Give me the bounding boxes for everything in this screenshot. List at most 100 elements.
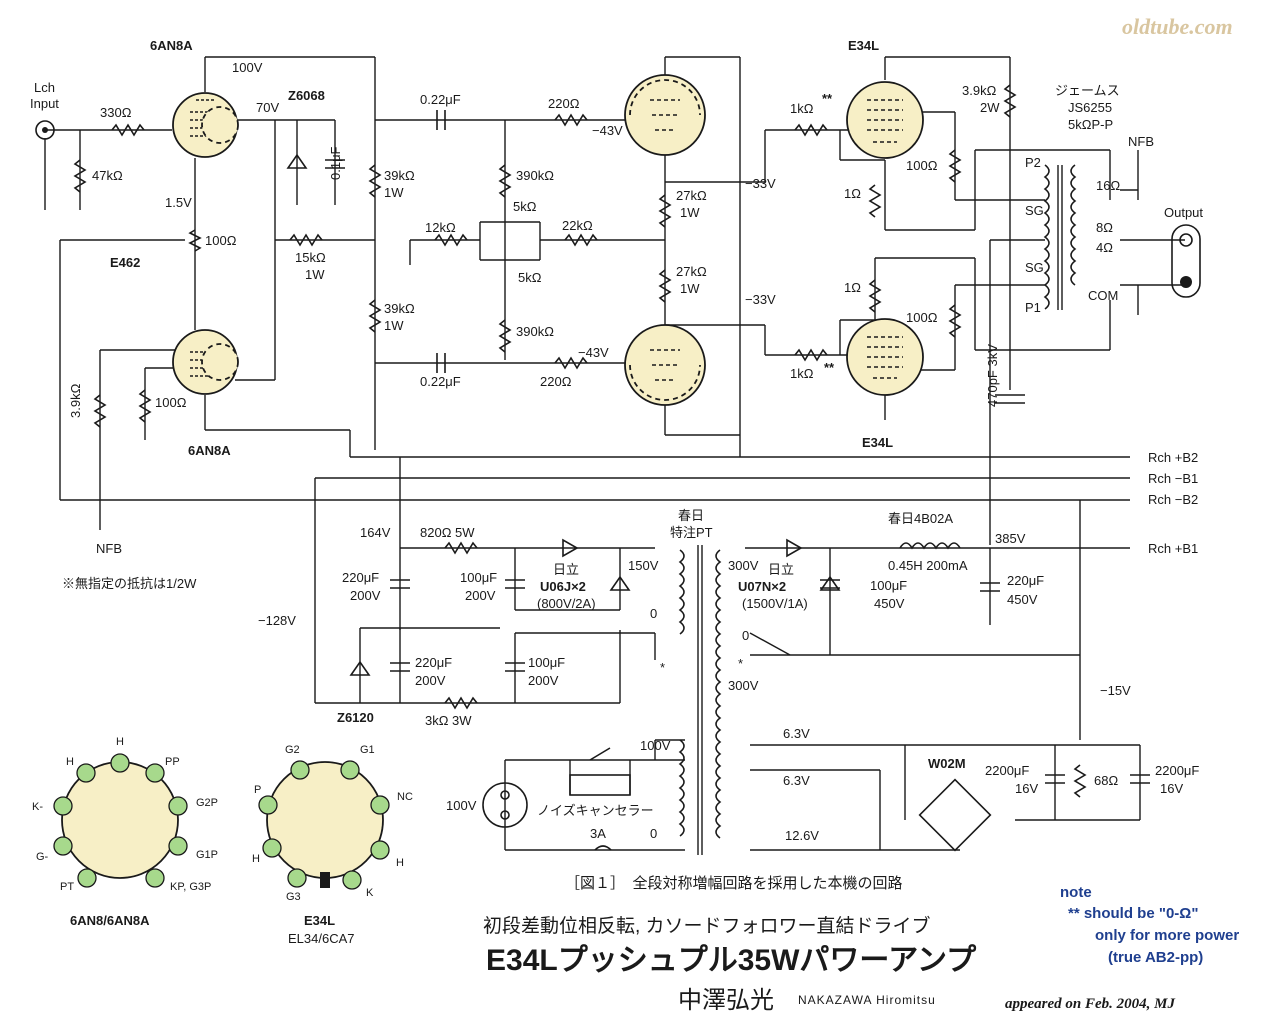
tube-6an8a-bottom [172, 329, 239, 395]
note-box: note ** should be "0-Ω" only for more po… [1060, 884, 1239, 966]
output-terminal[interactable] [1171, 224, 1201, 298]
pinout2-title2: EL34/6CA7 [288, 931, 355, 946]
pin2-6an8: G- [36, 851, 49, 863]
c220-1-label: 220μF [342, 570, 379, 585]
pinout-e34l: G3 H P G2 G1 NC H K E34L EL34/6CA7 [252, 744, 413, 946]
star-top-label: ** [822, 91, 833, 106]
pin1-6an8: PT [60, 881, 74, 893]
r220-bot-label: 220Ω [540, 374, 572, 389]
note-line-3: only for more power [1095, 927, 1239, 944]
output-label: Output [1164, 205, 1203, 220]
v33-bot-label: −33V [745, 292, 776, 307]
pt-label: 特注PT [670, 525, 713, 540]
c100-2v-label: 200V [528, 673, 559, 688]
bridge-label: W02M [928, 756, 966, 771]
r68-label: 68Ω [1094, 773, 1118, 788]
ot-impedance: 5kΩP-P [1068, 117, 1113, 132]
rail-minus-b1: Rch −B1 [1148, 471, 1198, 486]
pin4-e34l: G2 [285, 744, 300, 756]
ot-sg-top: SG [1025, 203, 1044, 218]
diode2-spec-label: (1500V/1A) [742, 596, 808, 611]
choke-brand-label: 春日4B02A [888, 511, 953, 526]
pin5-6an8: H [116, 736, 124, 748]
tube-driver-bottom [624, 324, 706, 406]
w1-e-label: 1W [680, 281, 700, 296]
r100-sg-bot-label: 100Ω [906, 310, 938, 325]
tube-label-out-bottom: E34L [862, 435, 893, 450]
author-jp: 中澤弘光 [678, 987, 774, 1014]
nfb-label-left: NFB [96, 541, 122, 556]
r39k-1-label: 39kΩ [384, 168, 415, 183]
w1-c-label: 1W [384, 318, 404, 333]
v0-c-label: 0 [650, 826, 657, 841]
tube-e34l-bottom [846, 318, 924, 396]
zener-top-label: Z6068 [288, 88, 325, 103]
page-title: E34Lプッシュプル35Wパワーアンプ [486, 944, 977, 977]
tube-driver-top [624, 74, 706, 156]
diode1-spec-label: (800V/2A) [537, 596, 596, 611]
r330-label: 330Ω [100, 105, 132, 120]
c100-1-label: 100μF [460, 570, 497, 585]
c01-label: 0.1μF [328, 146, 343, 180]
e462-label: E462 [110, 255, 140, 270]
choke-spec-label: 0.45H 200mA [888, 558, 968, 573]
v33-top-label: −33V [745, 176, 776, 191]
input-label-1: Lch [34, 80, 55, 95]
r390k-bot-label: 390kΩ [516, 324, 554, 339]
r100-sg-top-label: 100Ω [906, 158, 938, 173]
c220-2v-label: 200V [415, 673, 446, 688]
input-jack[interactable] [35, 120, 55, 140]
pinout1-title: 6AN8/6AN8A [70, 913, 150, 928]
c2200-2-label: 2200μF [1155, 763, 1199, 778]
c022-bot-label: 0.22μF [420, 374, 461, 389]
v100-tap-label: 100V [640, 738, 671, 753]
v128-label: −128V [258, 613, 296, 628]
c220-1v-label: 200V [350, 588, 381, 603]
signal-wiring [44, 56, 1185, 740]
ot-brand: ジェームス [1055, 83, 1120, 98]
power-supply-labels: 164V 820Ω 5W 220μF 200V 100μF 200V 日立 U0… [258, 508, 1199, 843]
resistor-note: ※無指定の抵抗は1/2W [62, 576, 197, 591]
watermark: oldtube.com [1122, 14, 1233, 39]
ot-p2: P2 [1025, 155, 1041, 170]
rail-plus-b1: Rch +B1 [1148, 541, 1198, 556]
star-b-label: * [738, 656, 743, 671]
r100-tail-label: 100Ω [205, 233, 237, 248]
credit: appeared on Feb. 2004, MJ [1005, 996, 1175, 1012]
p5k-top-label: 5kΩ [513, 199, 537, 214]
r15k-label: 15kΩ [295, 250, 326, 265]
rail-plus-b2: Rch +B2 [1148, 450, 1198, 465]
note-line-1: note [1060, 884, 1092, 901]
author-en: NAKAZAWA Hiromitsu [798, 993, 936, 1007]
v0-b-label: 0 [742, 628, 749, 643]
pin2-e34l: H [252, 853, 260, 865]
ot-tap-com: COM [1088, 288, 1118, 303]
nfb-label-right: NFB [1128, 134, 1154, 149]
zener-bottom-label: Z6120 [337, 710, 374, 725]
capacitors [325, 110, 1150, 784]
v0-a-label: 0 [650, 606, 657, 621]
tube-6an8a-top [172, 92, 239, 158]
r12k-label: 12kΩ [425, 220, 456, 235]
c022-top-label: 0.22μF [420, 92, 461, 107]
pin1-e34l: G3 [286, 891, 301, 903]
supply-rails: Rch +B2 Rch −B1 Rch −B2 Rch +B1 [1148, 450, 1198, 556]
pin7-6an8: G2P [196, 797, 218, 809]
tube-label-v1-bottom: 6AN8A [188, 443, 231, 458]
tube-e34l-top [846, 81, 924, 159]
pin4-6an8: H [66, 756, 74, 768]
c2200-2v-label: 16V [1160, 781, 1183, 796]
pin5-e34l: G1 [360, 744, 375, 756]
v70-label: 70V [256, 100, 279, 115]
pin3-6an8: K- [32, 801, 43, 813]
v15-label: −15V [1100, 683, 1131, 698]
c470p-label: 470pF 3kV [985, 344, 1000, 407]
v100-label: 100V [232, 60, 263, 75]
v150-label: 150V [628, 558, 659, 573]
r27k-top-label: 27kΩ [676, 188, 707, 203]
ot-tap-8: 8Ω [1096, 220, 1113, 235]
diode2-brand-label: 日立 [768, 562, 794, 577]
star-a-label: * [660, 660, 665, 675]
